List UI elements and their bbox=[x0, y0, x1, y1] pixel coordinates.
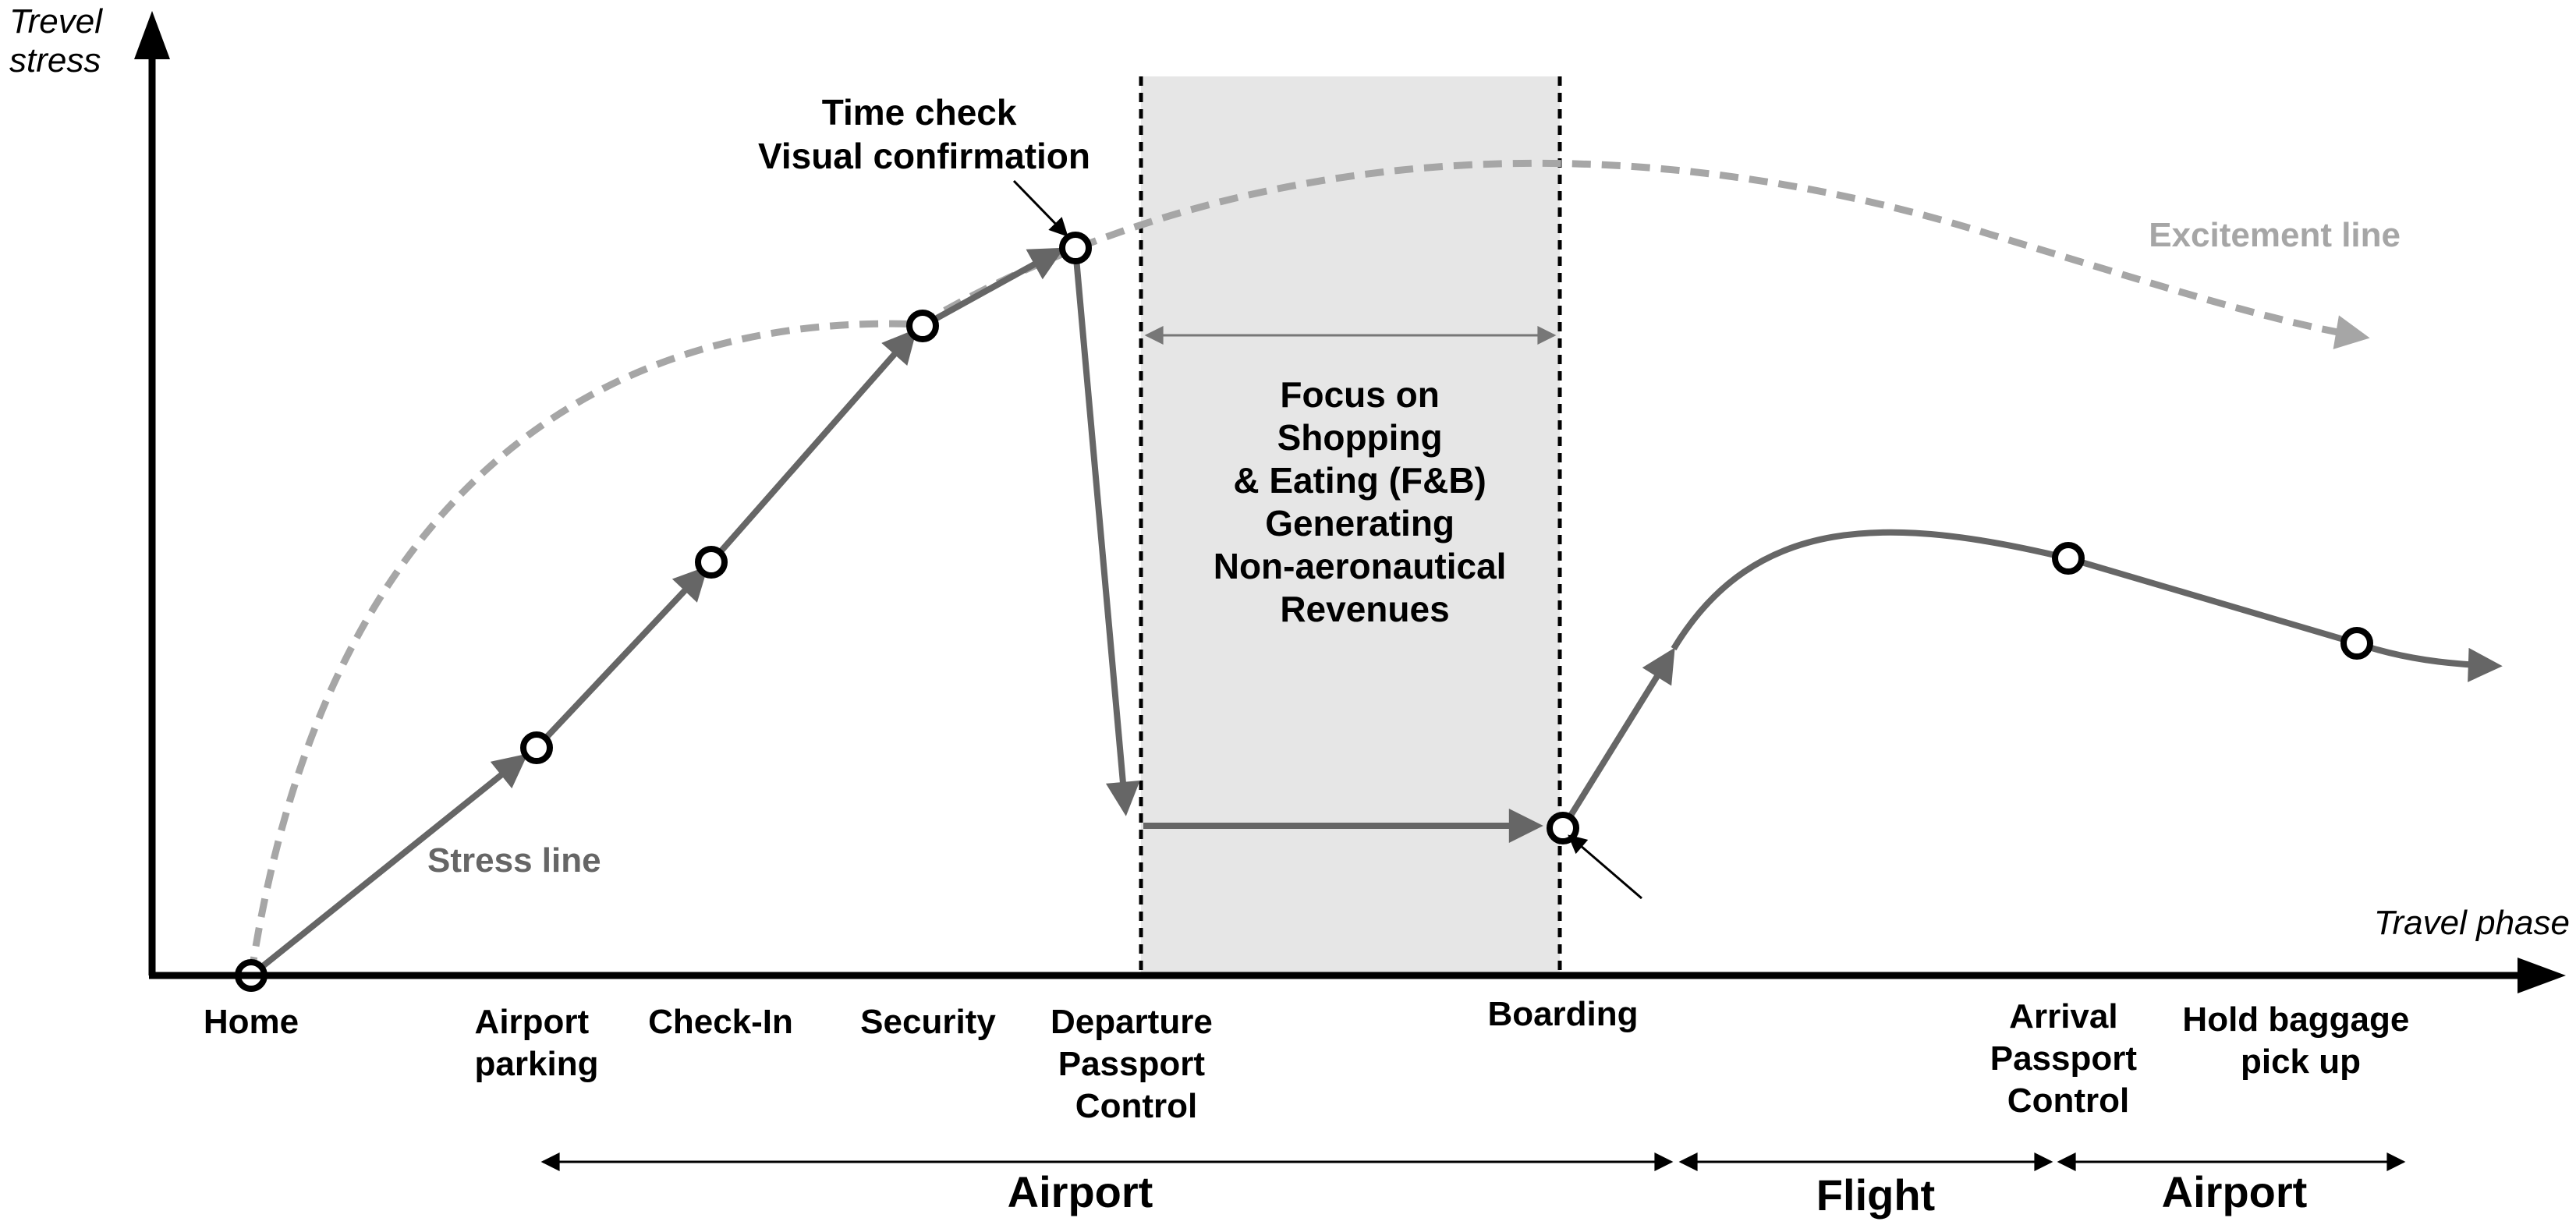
phase-label-arrival-passport-control: Arrival Passport Control bbox=[1990, 997, 2147, 1120]
phase-label-hold-baggage-pick-up: Hold baggage pick up bbox=[2182, 1000, 2418, 1081]
stress-segment-arrival-baggage bbox=[2067, 555, 2358, 646]
checkpoint-check-in bbox=[695, 546, 728, 579]
section-label-airport-departure: Airport bbox=[1008, 1167, 1153, 1216]
boarding-pointer bbox=[1568, 834, 1642, 900]
time-check-pointer bbox=[1012, 179, 1068, 237]
stress-line bbox=[249, 247, 2503, 979]
stress-segment-boarding-rise bbox=[1560, 647, 1675, 830]
stress-line-label: Stress line bbox=[427, 841, 601, 880]
checkpoint-airport-parking bbox=[520, 731, 553, 764]
checkpoint-departure-passport-control bbox=[1059, 232, 1092, 264]
phase-label-check-in: Check-In bbox=[648, 1003, 793, 1041]
time-check-annotation: Time check Visual confirmation bbox=[758, 92, 1090, 176]
stress-checkpoints bbox=[235, 232, 2373, 992]
phase-label-airport-parking: Airport parking bbox=[475, 1003, 599, 1083]
phase-label-home: Home bbox=[204, 1003, 299, 1041]
stress-segment-home-parking bbox=[249, 753, 528, 979]
checkpoint-arrival-passport-control bbox=[2052, 542, 2085, 575]
phase-label-security: Security bbox=[860, 1003, 996, 1041]
stress-segment-flight-curve bbox=[1671, 529, 2069, 651]
stress-segment-drop bbox=[1072, 249, 1140, 816]
x-axis-arrowhead bbox=[2518, 958, 2566, 993]
stress-segment-end bbox=[2355, 640, 2503, 682]
y-axis-arrowhead bbox=[134, 11, 170, 59]
excitement-line-label: Excitement line bbox=[2149, 216, 2401, 254]
section-label-flight: Flight bbox=[1816, 1170, 1935, 1220]
focus-zone-annotation: Focus on Shopping & Eating (F&B) Generat… bbox=[1214, 374, 1517, 629]
section-label-airport-arrival: Airport bbox=[2162, 1167, 2308, 1216]
phase-label-departure-passport-control: Departure Passport Control bbox=[1051, 1003, 1222, 1125]
stress-segment-security-departure bbox=[921, 247, 1065, 329]
stress-segment-parking-checkin bbox=[534, 565, 709, 750]
checkpoint-hold-baggage-pick-up bbox=[2340, 627, 2373, 660]
phase-label-boarding: Boarding bbox=[1487, 995, 1638, 1033]
y-axis-title: Trevel stress bbox=[9, 2, 112, 80]
excitement-line bbox=[247, 159, 2370, 976]
checkpoint-security bbox=[906, 310, 939, 342]
stress-segment-checkin-security bbox=[708, 328, 917, 565]
x-axis-title: Travel phase bbox=[2374, 904, 2570, 942]
